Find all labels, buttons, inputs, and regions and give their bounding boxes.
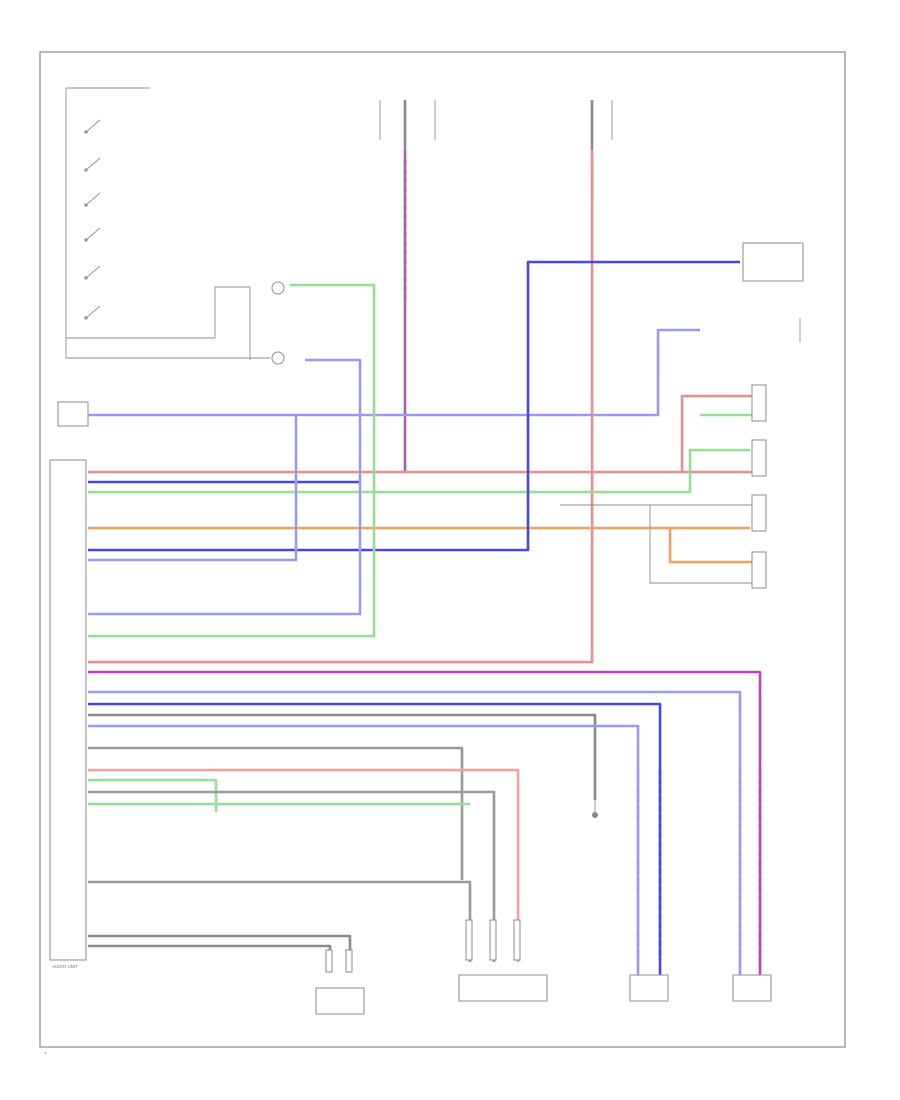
right-front-speaker xyxy=(751,494,767,532)
left-front-speaker xyxy=(751,439,767,477)
right-front-tweeter xyxy=(751,551,767,589)
wire-lightblue-4 xyxy=(88,690,742,980)
auxiliary-jack xyxy=(458,974,548,1002)
fuse-feed-left xyxy=(379,100,436,150)
wire-orange-speaker xyxy=(668,528,752,564)
wire-lightblue-3 xyxy=(88,358,362,616)
inline-connectors xyxy=(403,160,762,960)
switch-contacts xyxy=(84,119,101,320)
wire-red-speaker xyxy=(680,394,752,472)
wire-magenta-1 xyxy=(88,670,762,980)
wire-green-1 xyxy=(88,448,750,494)
wire-dark-2 xyxy=(88,934,352,968)
steering-connector-top xyxy=(271,281,285,295)
wire-green-2 xyxy=(88,283,376,638)
wire-dark-1 xyxy=(88,713,597,800)
antenna-amplifier xyxy=(742,242,804,282)
wire-gray-speaker xyxy=(649,505,752,584)
wire-gray-3 xyxy=(88,880,472,962)
audio-unit-label: AUDIO UNIT xyxy=(52,964,78,969)
left-rear-speaker xyxy=(629,974,669,1002)
fuse-feed-right xyxy=(590,100,613,150)
steering-connector-bottom xyxy=(271,351,285,365)
page-code: 7 xyxy=(44,1051,47,1056)
wire-gray-1 xyxy=(88,746,464,880)
audio-control-switch xyxy=(65,87,285,365)
right-rear-speaker xyxy=(732,974,772,1002)
wire-lightblue-2 xyxy=(88,415,298,562)
audio-unit xyxy=(49,459,87,961)
steering-control-unit xyxy=(315,987,365,1015)
wire-pink-fuse xyxy=(88,150,594,664)
instrument-cluster xyxy=(57,401,89,427)
left-front-tweeter xyxy=(751,384,767,422)
wire-lightblue-5 xyxy=(88,724,640,980)
wire-lightblue-cluster xyxy=(88,328,700,417)
wire-dark-3 xyxy=(88,944,332,968)
ground-symbol xyxy=(592,800,598,818)
wire-blue-2 xyxy=(88,260,740,552)
wire-pink-2 xyxy=(88,768,520,962)
wire-green-3 xyxy=(88,778,218,812)
aux-pins xyxy=(325,919,521,973)
wire-blue-3 xyxy=(88,702,662,980)
wire-gray-2 xyxy=(88,790,496,962)
diagram-frame xyxy=(39,51,846,1048)
